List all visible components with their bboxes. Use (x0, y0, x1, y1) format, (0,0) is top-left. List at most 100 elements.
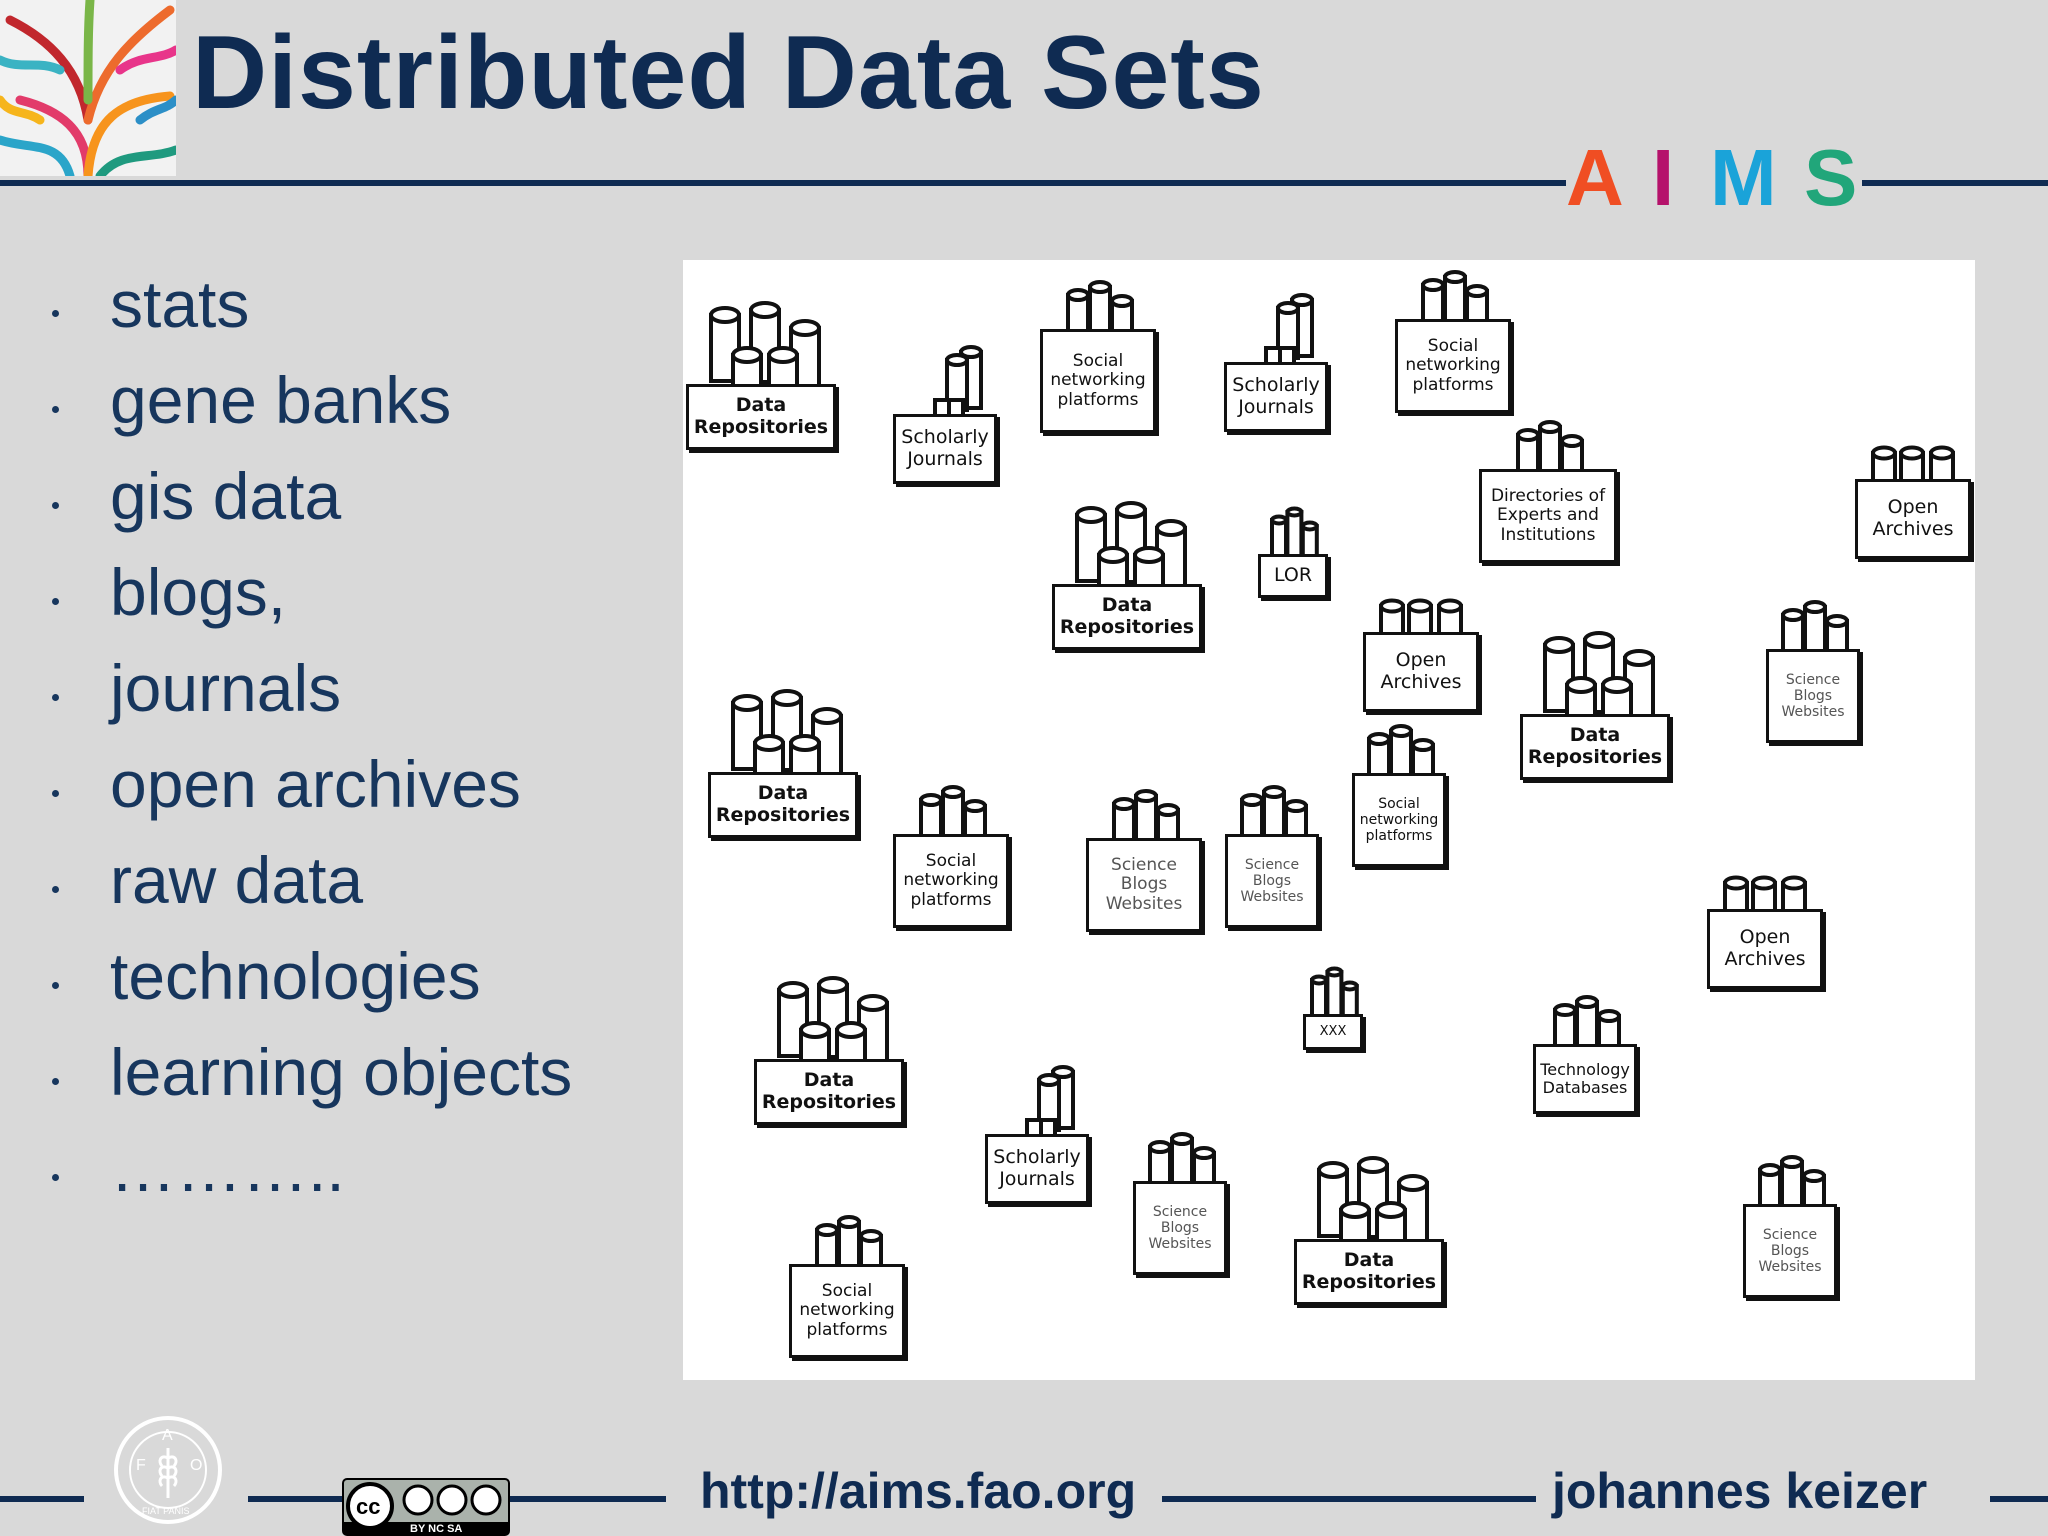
diagram-node-label-line: Repositories (1301, 1271, 1437, 1293)
diagram-node-label: XXX (1303, 1014, 1363, 1050)
diagram-node-label-line: networking (1405, 355, 1501, 376)
diagram-node: LOR (1258, 500, 1328, 598)
bullet-dot-icon (52, 502, 59, 509)
diagram-node-label-line: Data (1569, 724, 1621, 747)
diagram-node-label-line: Social (1427, 335, 1479, 356)
diagram-node-label-line: Scholarly (993, 1146, 1081, 1169)
diagram-node-label-line: Repositories (761, 1091, 897, 1113)
diagram-node-label-line: Journals (907, 448, 983, 470)
diagram-node-label-line: Repositories (1527, 746, 1663, 768)
diagram-node-label-line: platforms (910, 889, 992, 910)
diagram-node-label-line: Blogs (1770, 1242, 1810, 1259)
diagram-node-label-line: Institutions (1500, 524, 1596, 545)
diagram-node-label-line: Science (1152, 1203, 1208, 1220)
diagram-node-label-line: Journals (999, 1168, 1075, 1190)
fao-motto: FIAT PANIS (142, 1506, 190, 1516)
diagram-node-label-line: Blogs (1252, 872, 1292, 889)
diagram-node-label-line: Technology (1540, 1059, 1630, 1079)
diagram-node-label-line: LOR (1273, 564, 1313, 587)
diagram-node-label-line: Social (925, 850, 977, 871)
diagram-node-label: LOR (1258, 554, 1328, 598)
footer-rule-3 (510, 1496, 666, 1502)
diagram-node-label-line: Archives (1872, 518, 1954, 540)
diagram-node-label-line: Data (803, 1069, 855, 1092)
database-cylinders-icon (1317, 1156, 1429, 1257)
diagram-node-label-line: Social (821, 1280, 873, 1301)
diagram-node: XXX (1303, 960, 1363, 1050)
bullet-text: gene banks (110, 363, 452, 437)
bullet-dot-icon (52, 886, 59, 893)
cc-license-label: BY NC SA (410, 1523, 462, 1535)
diagram-node-label-line: platforms (1057, 389, 1139, 410)
diagram-node-label-line: Science (1111, 854, 1177, 875)
slide-title: Distributed Data Sets (192, 15, 1265, 131)
diagram-node-label-line: Archives (1380, 671, 1462, 693)
diagram-node-label-line: Databases (1542, 1078, 1628, 1097)
bullet-dot-icon (52, 598, 59, 605)
footer-rule-4 (1162, 1496, 1536, 1502)
bullet-text: raw data (110, 843, 364, 917)
diagram-node-label-line: networking (903, 870, 999, 891)
diagram-node-label-line: Repositories (693, 416, 829, 438)
decorative-logo-icon (0, 0, 176, 176)
footer-url-link[interactable]: http://aims.fao.org (700, 1463, 1137, 1519)
bullet-text: ……….. (110, 1131, 345, 1205)
header-rule-left (0, 180, 1566, 186)
aims-letter-a: A (1566, 133, 1624, 222)
cc-license-icon: cc BY NC SA (342, 1478, 510, 1536)
diagram-node-label-line: platforms (1412, 374, 1494, 395)
bullet-text: journals (110, 651, 342, 725)
aims-logo: A I M S (1566, 138, 1866, 218)
diagram-node-label-line: Websites (1781, 704, 1845, 721)
fao-letter-o: O (190, 1457, 202, 1474)
aims-letter-m: M (1710, 133, 1777, 222)
diagram-node-label-line: Repositories (1059, 616, 1195, 638)
diagram-node-label-line: networking (1359, 811, 1439, 828)
diagram-node-label-line: Websites (1148, 1236, 1212, 1253)
bullet-text: stats (110, 267, 250, 341)
scroll-stack-icon (933, 345, 983, 432)
footer-author: johannes keizer (1552, 1463, 1928, 1519)
fao-letter-f: F (136, 1457, 146, 1474)
diagram-node-label-line: Open (1887, 496, 1939, 519)
diagram-node-label-line: platforms (806, 1319, 888, 1340)
bullet-text: blogs, (110, 555, 287, 629)
diagram-node-label-line: Data (757, 782, 809, 805)
footer-rule-1 (0, 1496, 84, 1502)
fao-letter-a: A (162, 1427, 173, 1444)
bullet-text: learning objects (110, 1035, 573, 1109)
